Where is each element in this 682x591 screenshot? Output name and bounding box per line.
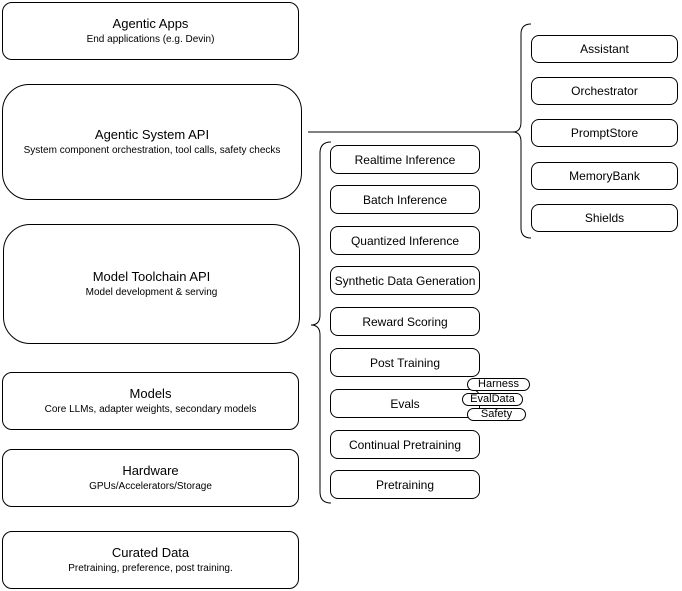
node-title: Agentic Apps: [112, 16, 189, 31]
node-realtime-inference: Realtime Inference: [330, 145, 480, 174]
node-orchestrator: Orchestrator: [531, 77, 678, 105]
node-reward-scoring: Reward Scoring: [330, 307, 480, 336]
node-subtitle: Model development & serving: [85, 287, 218, 298]
node-hardware: Hardware GPUs/Accelerators/Storage: [2, 449, 299, 507]
node-title: Model Toolchain API: [92, 269, 211, 284]
node-quantized-inference: Quantized Inference: [330, 226, 480, 255]
node-assistant: Assistant: [531, 35, 678, 63]
pill-safety: Safety: [467, 408, 526, 421]
node-subtitle: Core LLMs, adapter weights, secondary mo…: [44, 404, 257, 415]
node-subtitle: System component orchestration, tool cal…: [23, 145, 281, 156]
pill-harness: Harness: [467, 378, 530, 391]
node-models: Models Core LLMs, adapter weights, secon…: [2, 372, 299, 430]
node-subtitle: GPUs/Accelerators/Storage: [89, 481, 212, 492]
node-evals: Evals: [330, 389, 480, 418]
node-agentic-apps: Agentic Apps End applications (e.g. Devi…: [2, 2, 299, 60]
node-title: Agentic System API: [94, 127, 210, 142]
node-continual-pretraining: Continual Pretraining: [330, 430, 480, 459]
node-promptstore: PromptStore: [531, 119, 678, 147]
node-memorybank: MemoryBank: [531, 162, 678, 190]
node-batch-inference: Batch Inference: [330, 185, 480, 214]
node-model-toolchain-api: Model Toolchain API Model development & …: [3, 224, 300, 344]
node-post-training: Post Training: [330, 348, 480, 377]
node-synthetic-data-generation: Synthetic Data Generation: [330, 266, 480, 295]
brace-system-components: [512, 23, 532, 239]
node-title: Curated Data: [111, 545, 190, 560]
node-title: Hardware: [122, 463, 179, 478]
node-title: Models: [129, 386, 172, 401]
node-subtitle: Pretraining, preference, post training.: [68, 563, 233, 574]
brace-toolchain: [310, 141, 332, 504]
node-curated-data: Curated Data Pretraining, preference, po…: [2, 531, 299, 589]
node-pretraining: Pretraining: [330, 470, 480, 499]
node-subtitle: End applications (e.g. Devin): [86, 34, 215, 45]
node-agentic-system-api: Agentic System API System component orch…: [2, 84, 302, 200]
pill-evaldata: EvalData: [462, 393, 523, 406]
node-shields: Shields: [531, 204, 678, 232]
